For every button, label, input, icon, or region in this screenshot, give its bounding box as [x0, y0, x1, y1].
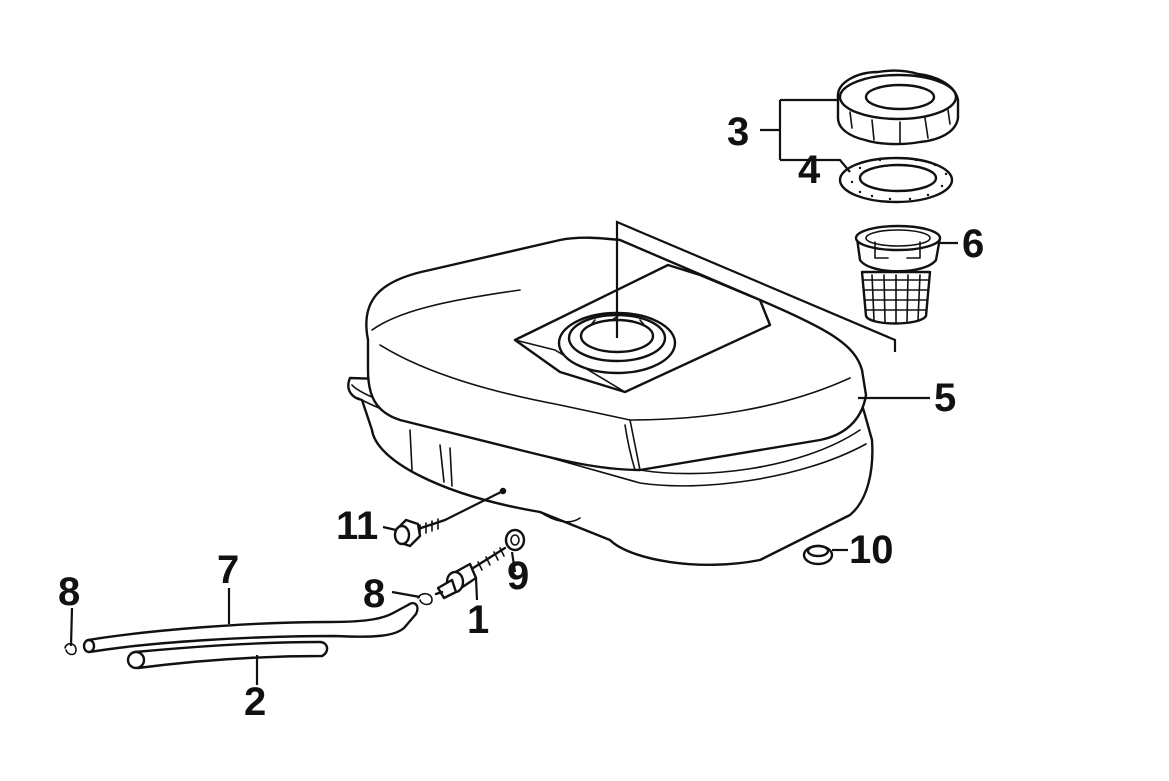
- callout-6: 6: [962, 222, 985, 266]
- callout-11: 11: [336, 504, 379, 548]
- leader-lines: [69, 98, 958, 685]
- callout-1: 1: [467, 598, 490, 642]
- callout-8-left: 8: [58, 570, 81, 614]
- fuel-tube-lower: [126, 640, 329, 670]
- callout-10: 10: [849, 528, 894, 572]
- filler-cap: [836, 69, 960, 146]
- callout-7: 7: [217, 548, 240, 592]
- callout-5: 5: [934, 376, 957, 420]
- clip-left: [64, 642, 77, 656]
- callout-9: 9: [507, 554, 530, 598]
- cap-gasket: [838, 156, 954, 204]
- fuel-valve: [434, 546, 507, 600]
- clip-right: [417, 592, 433, 606]
- callout-3: 3: [727, 110, 750, 154]
- callout-2: 2: [244, 680, 267, 724]
- cushion: [802, 544, 834, 566]
- strainer: [854, 224, 942, 325]
- callout-4: 4: [798, 148, 821, 192]
- callout-8-right: 8: [363, 572, 386, 616]
- bolt: [393, 518, 447, 548]
- washer: [504, 528, 526, 552]
- fuel-tank: [347, 236, 874, 566]
- fuel-tube-upper: [82, 601, 419, 654]
